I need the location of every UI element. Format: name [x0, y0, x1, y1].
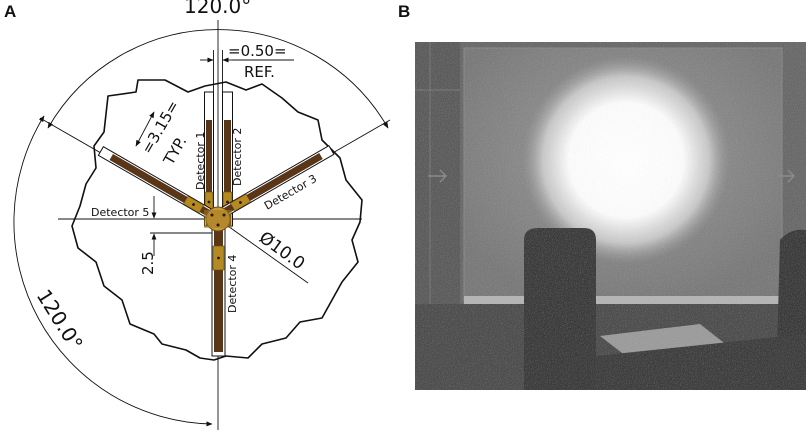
detector-2-label: Detector 2: [231, 128, 244, 186]
panel-a: A =0.50= REF.: [4, 0, 391, 430]
panel-a-letter: A: [4, 2, 16, 21]
angle-arc-left: [13, 115, 213, 427]
angle-left-label: 120.0°: [32, 285, 88, 355]
panel-b-letter: B: [398, 2, 410, 21]
offset-label: 2.5: [139, 251, 157, 275]
gap-ref-label: REF.: [244, 63, 275, 81]
gap-width-label: =0.50=: [228, 42, 287, 60]
strip-width-dimension: [135, 111, 155, 147]
beam-spot: [522, 56, 730, 264]
panel-b: B: [398, 2, 806, 390]
detector-5-label: Detector 5: [91, 206, 149, 219]
detector-hub: [204, 206, 232, 232]
detector-4-label: Detector 4: [226, 255, 239, 313]
detector-1-label: Detector 1: [194, 132, 207, 190]
angle-top-label: 120.0°: [184, 0, 251, 18]
beam-photo: [415, 42, 806, 390]
detector-4-strip: [211, 223, 226, 357]
diameter-leader: [217, 218, 309, 284]
